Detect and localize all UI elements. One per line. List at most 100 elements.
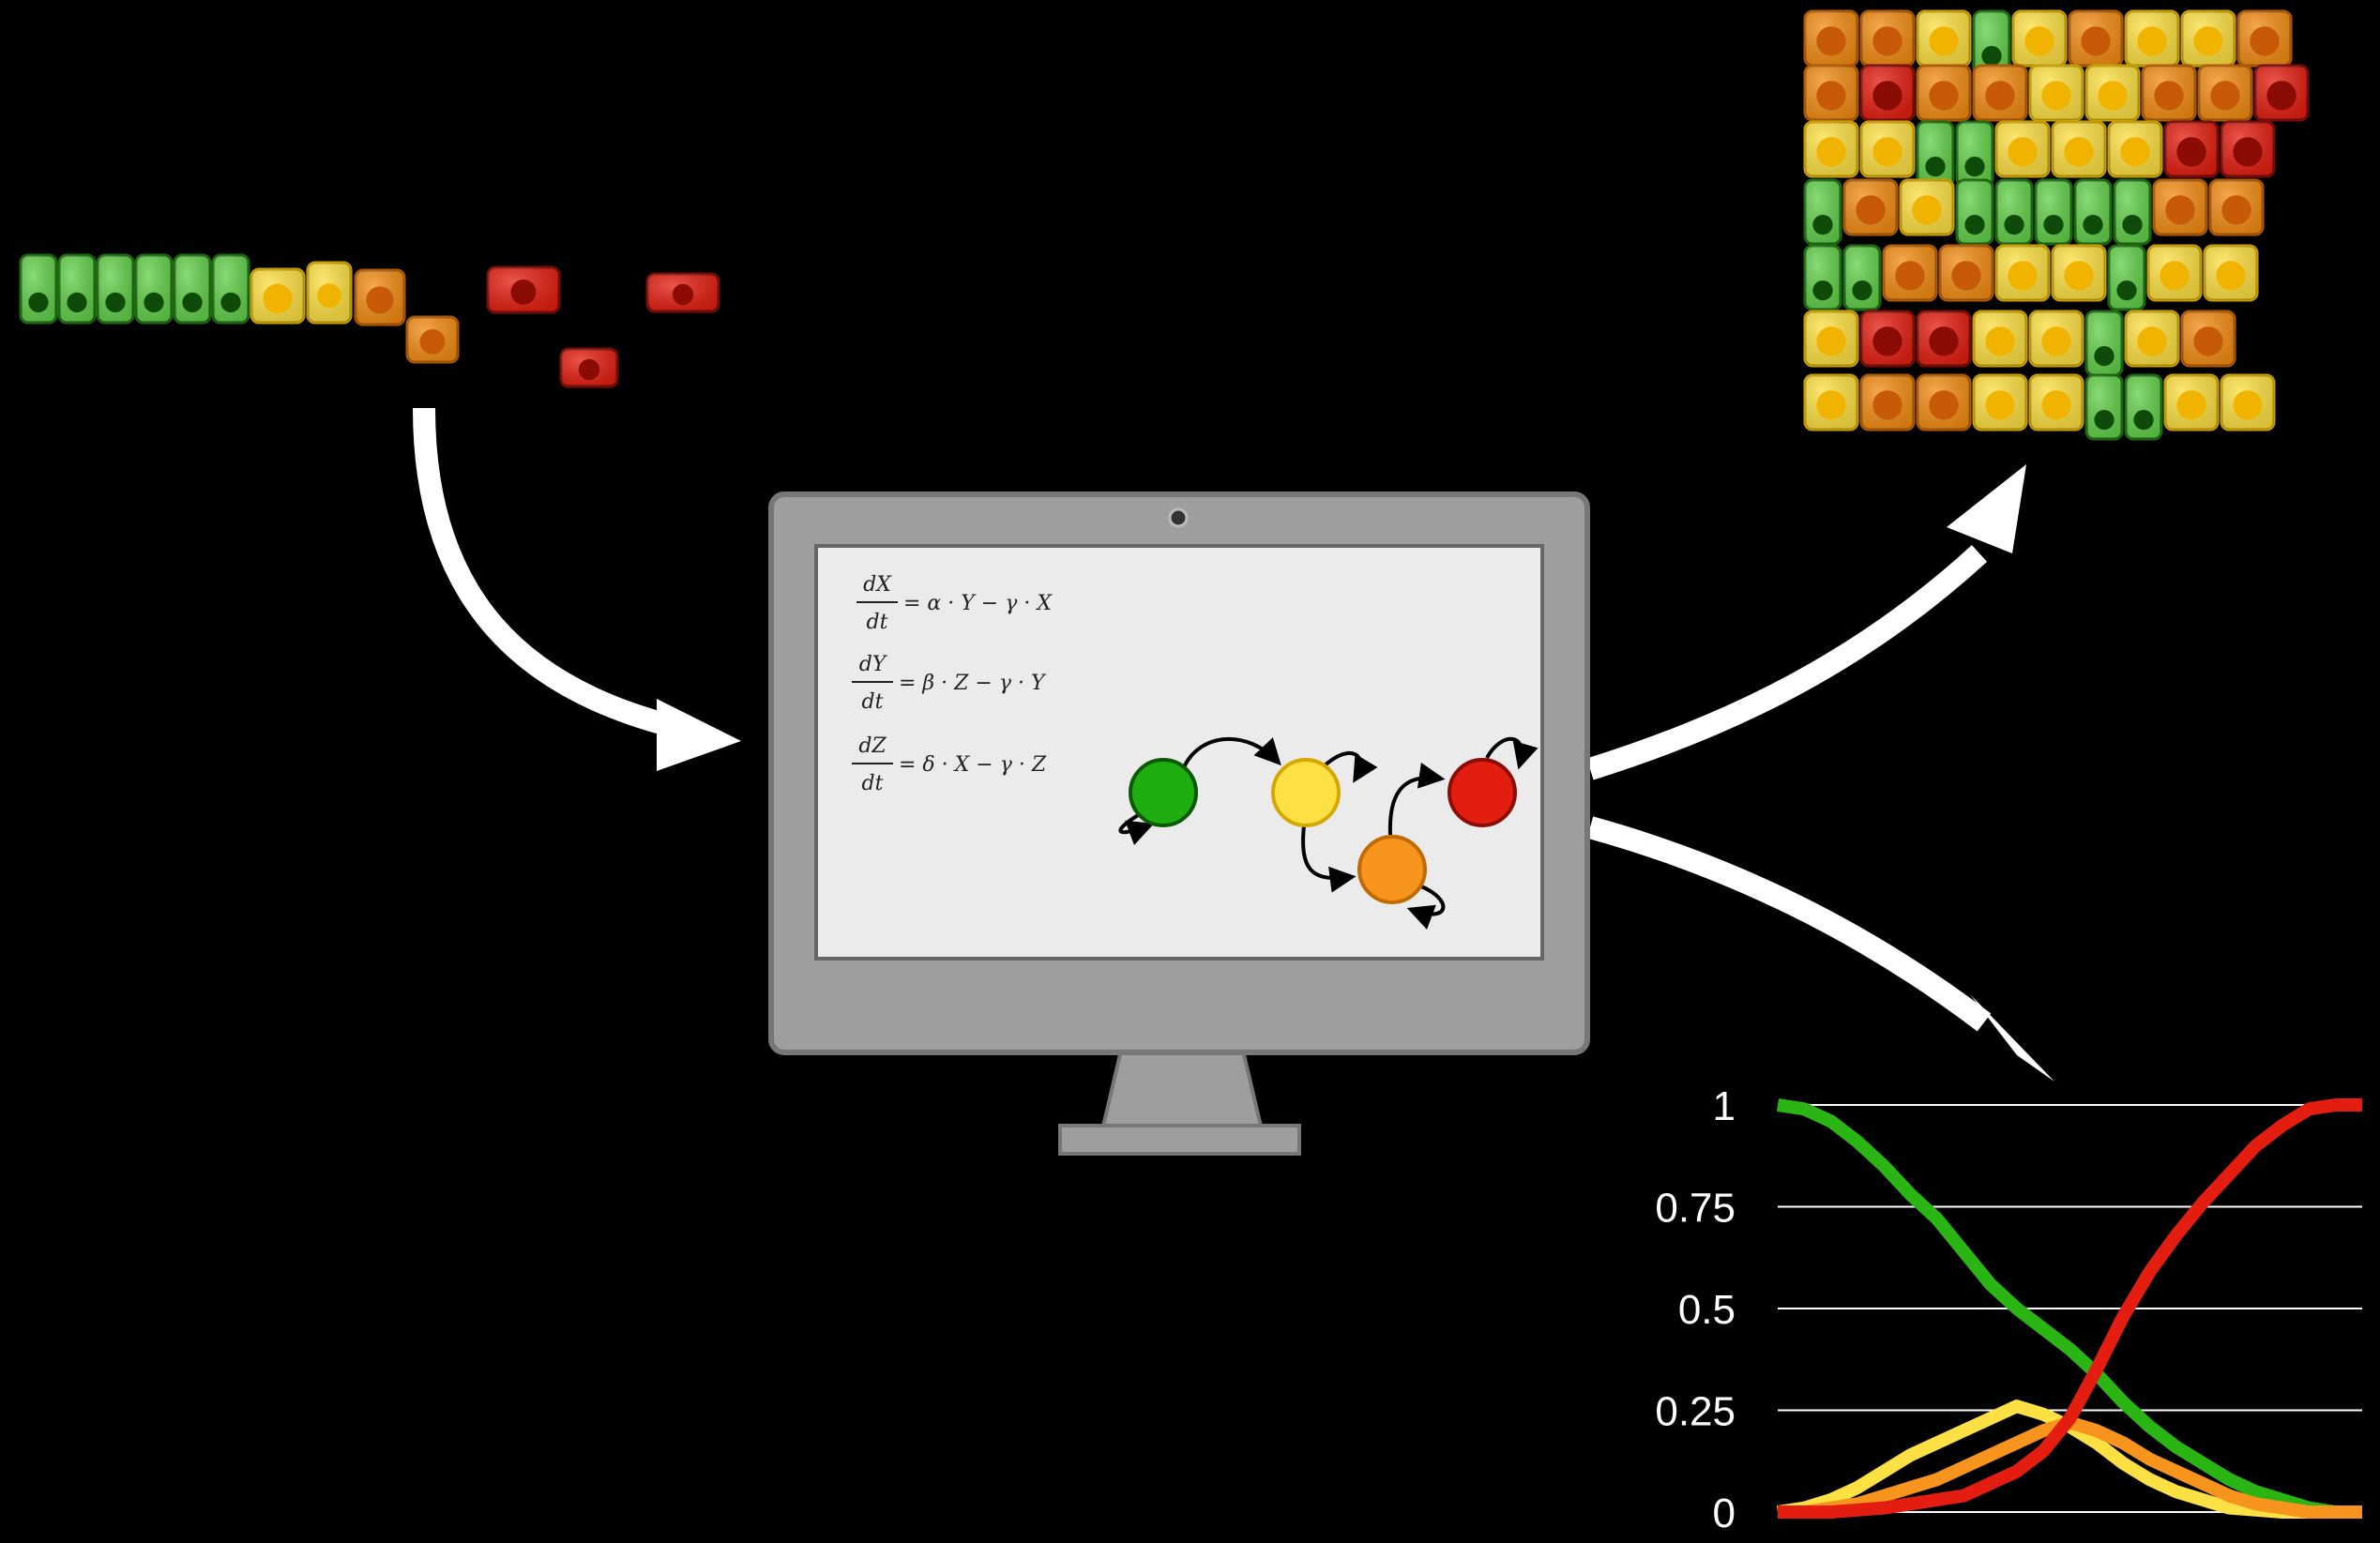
state-orange xyxy=(1357,835,1427,904)
arrow-input-to-model xyxy=(413,407,678,738)
grid-cell-red xyxy=(1859,310,1916,368)
equation-x: dX dt = α · Y − γ · X xyxy=(856,573,1053,634)
grid-cell-orange xyxy=(1882,244,1938,302)
grid-cell-yellow xyxy=(2163,373,2220,431)
lineage-cell-green xyxy=(211,253,250,325)
state-transition-diagram xyxy=(1118,736,1539,930)
grid-cell-yellow xyxy=(2220,373,2276,431)
grid-cell-green xyxy=(2113,178,2152,246)
grid-cell-yellow xyxy=(2107,120,2163,178)
grid-cell-yellow xyxy=(2180,9,2236,68)
lineage-cell-orange xyxy=(354,268,406,326)
grid-cell-yellow xyxy=(1899,178,1955,236)
grid-cell-yellow xyxy=(2124,9,2180,68)
grid-cell-orange xyxy=(1972,64,2028,122)
grid-cell-green xyxy=(1972,9,2011,77)
y-tick-label: 0.5 xyxy=(1678,1287,1736,1333)
eq-x-numerator: dX xyxy=(863,573,892,597)
grid-cell-red xyxy=(1916,310,1972,368)
transition-green-yellow xyxy=(1182,737,1281,768)
grid-cell-yellow xyxy=(2146,244,2203,302)
arrow-model-to-chart xyxy=(1586,816,1992,1032)
ode-equations: dX dt = α · Y − γ · X dY dt = β · Z − γ … xyxy=(852,573,1053,795)
grid-cell-yellow xyxy=(2051,120,2107,178)
monitor-base xyxy=(1058,1124,1301,1156)
arrow-model-to-grid xyxy=(1586,545,1988,780)
grid-cell-orange xyxy=(1803,9,1859,68)
series-line-3 xyxy=(1778,1098,2362,1519)
self-loop-orange xyxy=(1406,885,1446,930)
transition-orange-red xyxy=(1387,762,1446,836)
chart-gridlines xyxy=(1778,1104,2362,1513)
self-loop-green xyxy=(1118,809,1155,845)
grid-cell-yellow xyxy=(2084,64,2141,122)
self-loop-red xyxy=(1485,736,1539,770)
arrow-grid-head xyxy=(1947,464,2026,553)
grid-cell-yellow xyxy=(2203,244,2259,302)
grid-cell-orange xyxy=(2152,178,2208,236)
y-tick-label: 0 xyxy=(1713,1490,1736,1536)
grid-cell-green xyxy=(2084,310,2124,377)
grid-cell-yellow xyxy=(2028,64,2084,122)
grid-cell-green xyxy=(1842,244,1882,311)
grid-cell-orange xyxy=(1916,64,1972,122)
grid-cell-orange xyxy=(2208,178,2265,236)
monitor-screen xyxy=(814,544,1544,961)
grid-cell-orange xyxy=(2180,310,2236,368)
grid-cell-green xyxy=(1994,178,2034,246)
grid-cell-orange xyxy=(1859,373,1916,431)
grid-cell-green xyxy=(1803,244,1842,311)
grid-cell-yellow xyxy=(1994,244,2051,302)
grid-cell-red xyxy=(2163,120,2220,178)
cell-population-grid-output xyxy=(1803,9,2310,441)
grid-cell-orange xyxy=(2068,9,2124,68)
equation-y: dY dt = β · Z − γ · Y xyxy=(852,653,1047,714)
eq-z-rhs: = δ · X − γ · Z xyxy=(899,753,1047,777)
eq-y-denominator: dt xyxy=(862,690,884,714)
grid-cell-orange xyxy=(1916,373,1972,431)
y-tick-label: 0.75 xyxy=(1655,1186,1736,1232)
grid-cell-red xyxy=(2220,120,2276,178)
lineage-cell-green xyxy=(134,253,174,325)
grid-cell-orange xyxy=(1859,9,1916,68)
eq-z-numerator: dZ xyxy=(858,734,887,758)
self-loop-yellow xyxy=(1321,750,1378,783)
chart-series-lines xyxy=(1776,1098,2362,1519)
grid-cell-orange xyxy=(2197,64,2253,122)
lineage-cell-yellow xyxy=(250,267,306,325)
grid-cell-green xyxy=(2073,178,2113,246)
monitor-neck xyxy=(1099,1049,1265,1132)
cell-lineage-input xyxy=(19,253,720,388)
eq-x-rhs: = α · Y − γ · X xyxy=(903,592,1053,615)
grid-cell-orange xyxy=(1803,64,1859,122)
lineage-cell-green xyxy=(57,253,97,325)
lineage-cell-red xyxy=(645,272,720,313)
lineage-cell-green xyxy=(173,253,212,325)
flow-arrows xyxy=(413,407,2054,1082)
grid-cell-yellow xyxy=(2011,9,2068,68)
eq-x-denominator: dt xyxy=(867,611,888,634)
arrow-input-head xyxy=(657,699,741,771)
chart-y-tick-labels: 10.750.50.250 xyxy=(1655,1083,1736,1536)
computer-monitor-icon: dX dt = α · Y − γ · X dY dt = β · Z − γ … xyxy=(768,492,1590,1156)
grid-cell-yellow xyxy=(1803,310,1859,368)
grid-cell-green xyxy=(1803,178,1842,246)
grid-cell-yellow xyxy=(2051,244,2107,302)
grid-cell-red xyxy=(2253,64,2310,122)
grid-cell-yellow xyxy=(1803,120,1859,178)
grid-cell-orange xyxy=(1938,244,1994,302)
grid-cell-green xyxy=(2034,178,2073,246)
arrow-chart-head xyxy=(1970,994,2054,1082)
grid-cell-yellow xyxy=(1859,120,1916,178)
equation-z: dZ dt = δ · X − γ · Z xyxy=(852,734,1047,795)
grid-cell-yellow xyxy=(2028,373,2084,431)
grid-cell-orange xyxy=(2141,64,2197,122)
grid-cell-green xyxy=(1955,120,1994,188)
state-red xyxy=(1448,758,1517,827)
grid-cell-green xyxy=(2084,373,2124,441)
lineage-cell-green xyxy=(96,253,135,325)
y-tick-label: 0.25 xyxy=(1655,1389,1736,1435)
grid-cell-yellow xyxy=(1916,9,1972,68)
grid-cell-yellow xyxy=(1994,120,2051,178)
